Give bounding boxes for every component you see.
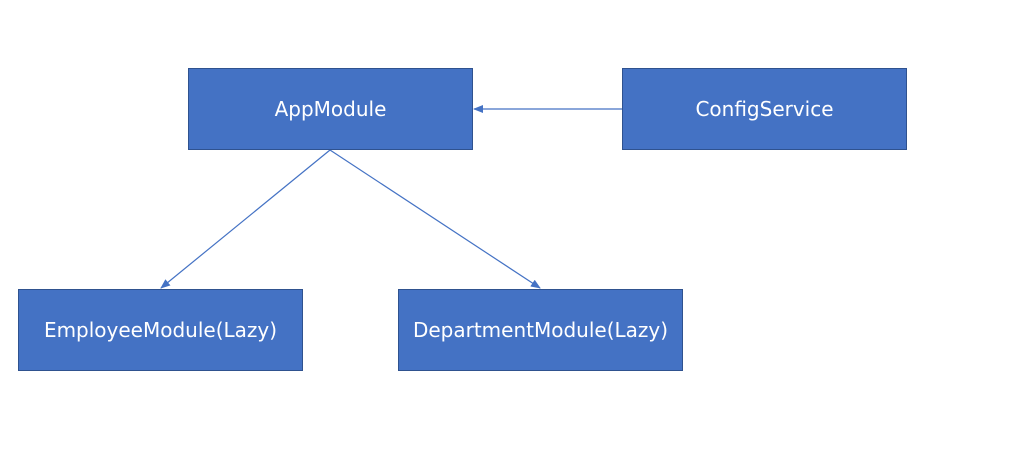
edge-app-to-employee <box>160 149 331 289</box>
department-module-node: DepartmentModule(Lazy) <box>398 289 683 371</box>
employee-module-node: EmployeeModule(Lazy) <box>18 289 303 371</box>
edge-app-to-department <box>329 149 541 289</box>
app-module-node: AppModule <box>188 68 473 150</box>
employee-module-label: EmployeeModule(Lazy) <box>43 318 278 342</box>
app-module-label: AppModule <box>274 97 387 121</box>
department-module-label: DepartmentModule(Lazy) <box>412 318 669 342</box>
config-service-label: ConfigService <box>695 97 834 121</box>
config-service-node: ConfigService <box>622 68 907 150</box>
